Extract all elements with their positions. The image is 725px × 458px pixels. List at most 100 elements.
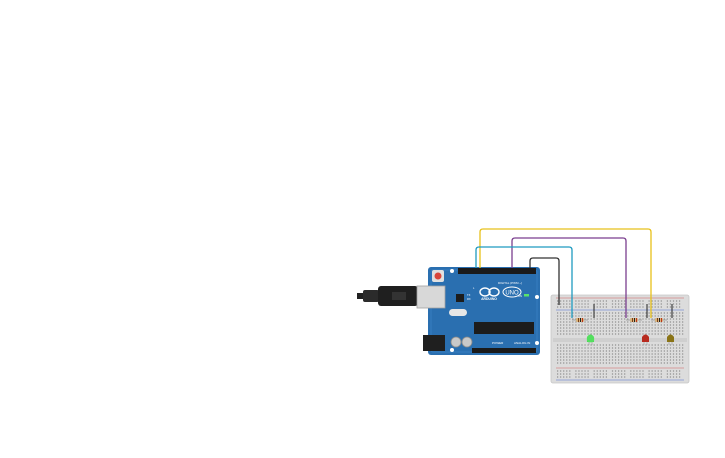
breadboard[interactable]	[550, 294, 690, 384]
resistor-2[interactable]	[626, 318, 642, 322]
breadboard-hole	[672, 318, 675, 320]
breadboard-hole	[666, 356, 668, 358]
wire-purple[interactable]	[511, 237, 627, 318]
breadboard-hole	[599, 359, 601, 361]
mount-hole-3	[450, 269, 454, 273]
breadboard-hole	[599, 347, 601, 349]
breadboard-hole	[593, 362, 595, 364]
breadboard-hole	[682, 347, 684, 349]
breadboard-hole	[614, 306, 617, 308]
breadboard-hole	[618, 303, 620, 305]
breadboard-hole	[642, 315, 644, 317]
breadboard-hole	[630, 344, 632, 346]
breadboard-hole	[639, 315, 641, 317]
breadboard-hole	[669, 362, 672, 364]
breadboard-hole	[682, 315, 684, 317]
breadboard-hole	[645, 350, 647, 352]
breadboard-hole	[669, 321, 672, 323]
breadboard-hole	[657, 370, 659, 372]
breadboard-hole	[557, 373, 559, 375]
breadboard-hole	[602, 362, 604, 364]
breadboard-hole	[621, 321, 623, 323]
breadboard-hole	[669, 359, 672, 361]
l-led-label: L	[473, 286, 475, 290]
led-red[interactable]	[642, 334, 649, 346]
breadboard-hole	[621, 315, 623, 317]
breadboard-hole	[590, 324, 592, 326]
power-label: POWER	[492, 341, 504, 345]
breadboard-hole	[636, 300, 638, 302]
breadboard-hole	[569, 306, 571, 308]
breadboard-hole	[669, 300, 672, 302]
breadboard-hole	[572, 330, 574, 332]
breadboard-hole	[614, 327, 617, 329]
breadboard-hole	[614, 347, 617, 349]
breadboard-hole	[675, 353, 678, 355]
breadboard-hole	[563, 318, 565, 320]
breadboard-hole	[557, 344, 559, 346]
breadboard-hole	[596, 359, 598, 361]
breadboard-hole	[584, 350, 586, 352]
breadboard-hole	[590, 315, 592, 317]
breadboard-hole	[572, 318, 574, 320]
breadboard-hole	[624, 330, 626, 332]
led-yellow[interactable]	[667, 334, 674, 346]
reset-button[interactable]	[434, 272, 442, 280]
breadboard-hole	[682, 359, 684, 361]
breadboard-hole	[639, 303, 641, 305]
led-green[interactable]	[586, 334, 595, 346]
breadboard-hole	[605, 327, 607, 329]
resistor-3[interactable]	[651, 318, 667, 322]
breadboard-hole	[627, 321, 629, 323]
arduino-uno-board[interactable]: UNO ARDUINO DIGITAL (PWM ~) POWER ANALOG…	[416, 267, 540, 355]
breadboard-hole	[666, 324, 668, 326]
breadboard-hole	[642, 324, 644, 326]
breadboard-hole	[587, 327, 589, 329]
breadboard-hole	[566, 333, 568, 335]
breadboard-hole	[618, 359, 620, 361]
breadboard-hole	[581, 303, 583, 305]
resistor-1[interactable]	[572, 318, 588, 322]
usb-cable[interactable]	[357, 286, 418, 306]
breadboard-hole	[569, 362, 571, 364]
wire-black-gnd[interactable]	[529, 257, 560, 305]
breadboard-hole	[654, 333, 656, 335]
breadboard-hole	[651, 344, 653, 346]
breadboard-hole	[599, 362, 601, 364]
breadboard-hole	[682, 327, 684, 329]
breadboard-hole	[602, 344, 604, 346]
breadboard-hole	[608, 347, 611, 349]
breadboard-hole	[599, 324, 601, 326]
breadboard-hole	[587, 370, 589, 372]
breadboard-hole	[566, 362, 568, 364]
crystal	[449, 309, 467, 316]
breadboard-hole	[636, 373, 638, 375]
breadboard-hole	[596, 344, 598, 346]
breadboard-hole	[566, 327, 568, 329]
breadboard-hole	[663, 315, 665, 317]
breadboard-hole	[636, 306, 638, 308]
breadboard-hole	[602, 330, 604, 332]
leds	[586, 334, 674, 346]
breadboard-hole	[575, 315, 577, 317]
breadboard-hole	[627, 327, 629, 329]
breadboard-hole	[639, 356, 641, 358]
wire-yellow[interactable]	[479, 228, 652, 318]
breadboard-hole	[614, 321, 617, 323]
breadboard-hole	[584, 312, 586, 314]
breadboard-hole	[657, 315, 659, 317]
wire-cyan[interactable]	[475, 246, 573, 318]
power-jack	[423, 335, 445, 351]
breadboard-hole	[654, 327, 656, 329]
breadboard-hole	[584, 327, 586, 329]
breadboard-hole	[596, 324, 598, 326]
breadboard-hole	[599, 321, 601, 323]
breadboard-hole	[645, 353, 647, 355]
breadboard-hole	[636, 324, 638, 326]
breadboard-hole	[611, 373, 614, 375]
breadboard-hole	[557, 303, 559, 305]
breadboard-hole	[621, 356, 623, 358]
breadboard-hole	[557, 356, 559, 358]
breadboard-hole	[587, 373, 589, 375]
